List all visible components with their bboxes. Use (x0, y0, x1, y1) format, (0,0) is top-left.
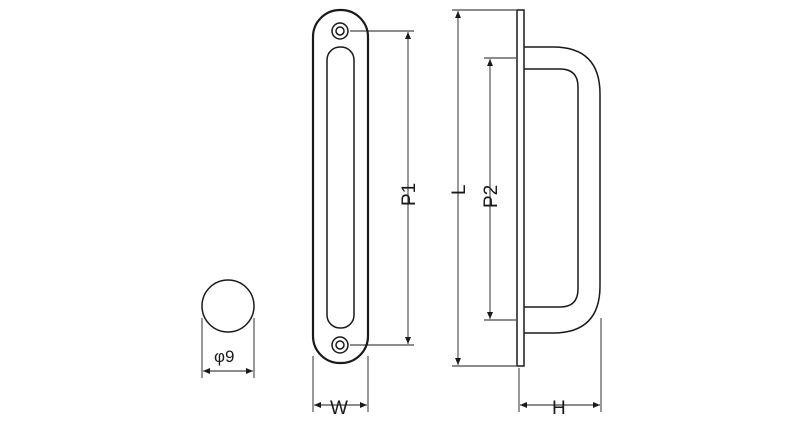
height-label: H (552, 398, 566, 419)
handle-inner-edge (524, 68, 579, 308)
bottom-screw-hole-outer (331, 336, 349, 354)
front-view: W P1 (311, 8, 420, 419)
width-label: W (330, 398, 348, 419)
length-label: L (449, 184, 470, 195)
top-screw-hole-inner (335, 26, 345, 36)
base-plate-outline (311, 8, 370, 365)
p1-label: P1 (399, 183, 420, 206)
base-plate-slot (326, 46, 355, 329)
cross-section-view: φ9 (201, 279, 255, 378)
base-plate-profile (516, 9, 525, 367)
top-screw-hole-outer (331, 22, 349, 40)
handle-outer-edge (524, 46, 601, 334)
diameter-label: φ9 (214, 347, 234, 366)
p2-label: P2 (481, 185, 502, 208)
bottom-screw-hole-inner (335, 340, 345, 350)
side-view: L P2 H (449, 9, 602, 419)
bar-cross-section (201, 279, 255, 333)
